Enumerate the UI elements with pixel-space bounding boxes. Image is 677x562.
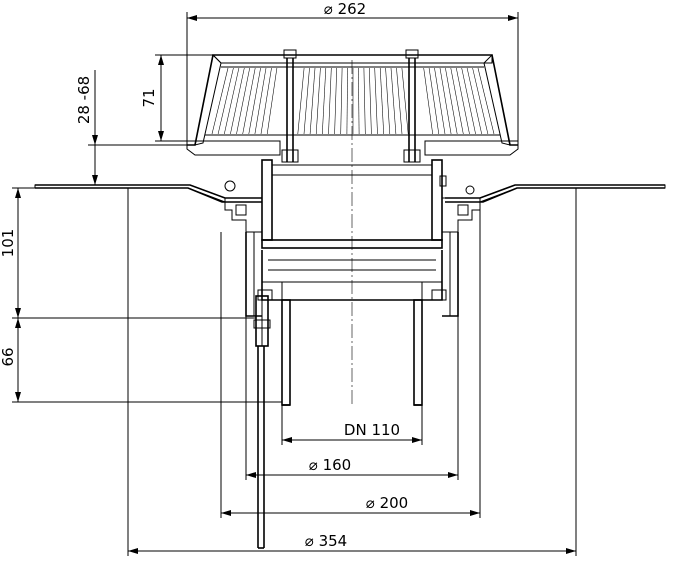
dimension-spigot-66: 66	[0, 318, 282, 403]
dimension-dn-110: DN 110	[281, 405, 423, 445]
grille-slat	[340, 67, 343, 135]
label-diameter-262: ⌀ 262	[324, 0, 366, 18]
dimension-diameter-160: ⌀ 160	[245, 316, 459, 480]
label-dn-110: DN 110	[344, 421, 400, 439]
grille-slat	[303, 67, 310, 135]
grille-slat	[217, 67, 234, 135]
grille-slat	[346, 67, 348, 135]
screw-left	[281, 49, 299, 163]
grille-slat	[390, 67, 397, 135]
grille-slat	[236, 67, 250, 135]
grille-slat	[322, 67, 327, 135]
dimension-adjust-28-68: 28 -68	[75, 70, 187, 185]
grille-slat	[379, 67, 384, 135]
grille-slat	[456, 67, 470, 135]
grille-slat	[315, 67, 321, 135]
grille-slat	[472, 67, 489, 135]
dimension-diameter-354: ⌀ 354	[127, 188, 577, 556]
grille-slat	[439, 67, 452, 135]
grille-slat	[266, 67, 278, 135]
label-height-71: 71	[140, 88, 158, 107]
grille-slat	[363, 67, 366, 135]
grille-slat	[428, 67, 440, 135]
grille-slat	[396, 67, 403, 135]
label-diameter-354: ⌀ 354	[305, 532, 347, 550]
dimension-diameter-262: ⌀ 262	[186, 0, 519, 145]
dimension-diameter-200: ⌀ 200	[220, 210, 481, 518]
grille-slat	[248, 67, 261, 135]
grille-slat	[466, 67, 482, 135]
label-diameter-160: ⌀ 160	[309, 456, 351, 474]
grille-slat	[477, 67, 495, 135]
dimension-depth-101: 101	[0, 187, 256, 319]
grille-slat	[461, 67, 476, 135]
grille-slat	[423, 67, 433, 135]
grille-slat	[445, 67, 458, 135]
grille-slat	[334, 67, 337, 135]
grille-slat	[224, 67, 240, 135]
grille-slat	[328, 67, 332, 135]
dimension-height-71: 71	[140, 54, 213, 142]
label-spigot-66: 66	[0, 347, 17, 366]
grille-slat	[374, 67, 378, 135]
grille-slat	[358, 67, 360, 135]
roof-flange	[34, 184, 666, 203]
outlet-spigot	[281, 299, 423, 406]
dome-grate	[186, 49, 519, 163]
grille-slat	[260, 67, 272, 135]
grille-slat	[450, 67, 464, 135]
grille-slat	[309, 67, 316, 135]
grille-slat	[211, 67, 229, 135]
cable-rod	[253, 295, 271, 549]
label-adjust-28-68: 28 -68	[75, 76, 93, 124]
grille-slats	[211, 67, 495, 135]
grille-slat	[385, 67, 391, 135]
upper-sleeve	[224, 159, 481, 241]
label-diameter-200: ⌀ 200	[366, 494, 408, 512]
grille-slat	[242, 67, 256, 135]
grille-slat	[369, 67, 372, 135]
grille-slat	[230, 67, 245, 135]
grille-slat	[434, 67, 446, 135]
label-depth-101: 101	[0, 229, 17, 258]
screw-right	[403, 49, 421, 163]
grille-slat	[254, 67, 267, 135]
grille-slat	[297, 67, 305, 135]
grille-slat	[401, 67, 409, 135]
